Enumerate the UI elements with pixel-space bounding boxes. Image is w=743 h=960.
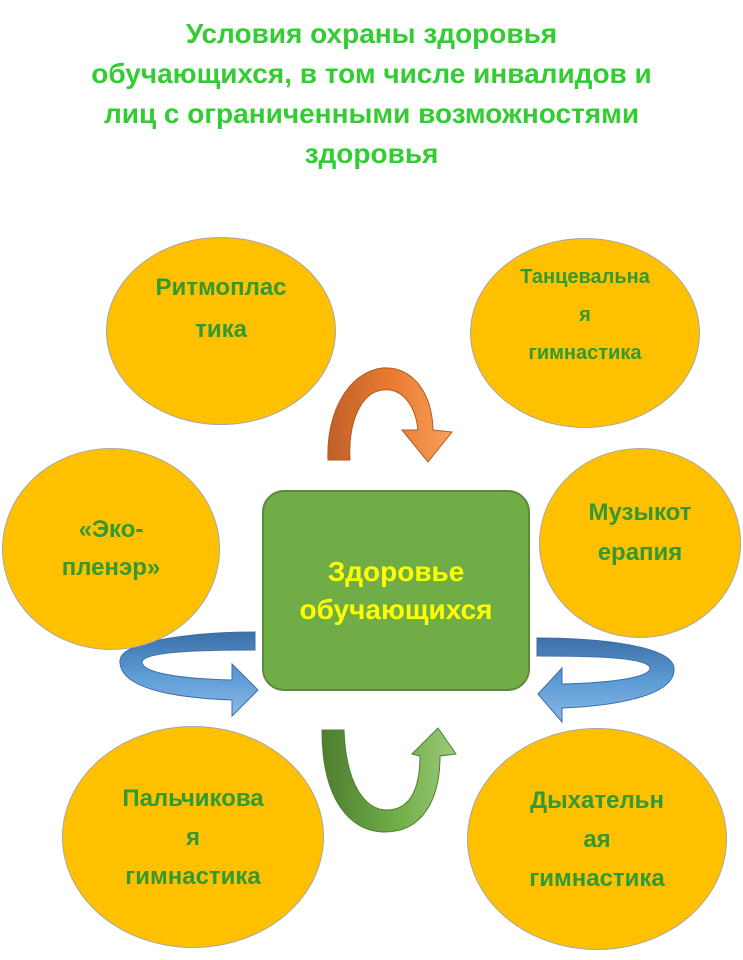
node-label-line: Ритмоплас [155, 274, 287, 301]
node-finger-gymnastics: Пальчикова я гимнастика [62, 726, 324, 948]
node-label-line: гимнастика [125, 862, 261, 890]
bottom-curved-arrow [321, 727, 457, 833]
node-music-therapy: Музыкот ерапия [539, 448, 741, 638]
node-label-line: пленэр» [61, 554, 161, 581]
top-curved-arrow [327, 367, 453, 463]
title-line: лиц с ограниченными возможностями [103, 98, 640, 129]
node-label-line: гимнастика [529, 864, 665, 892]
node-breathing-gymnastics: Дыхательн ая гимнастика [467, 728, 727, 950]
right-curved-arrow [536, 637, 675, 724]
node-label-line: Музыкот [588, 499, 692, 526]
node-label-line: ая [583, 825, 611, 853]
node-label-line: я [185, 823, 200, 851]
title-line: здоровья [304, 138, 439, 169]
node-label-line: тика [195, 316, 247, 343]
node-eco-plein-air: «Эко- пленэр» [2, 448, 220, 650]
node-label-line: Дыхательн [530, 786, 664, 814]
center-label-line: обучающихся [299, 593, 493, 625]
diagram-title: Условия охраны здоровья обучающихся, в т… [60, 14, 683, 174]
node-label-line: Пальчикова [122, 784, 264, 812]
node-rhythmoplasty: Ритмоплас тика [106, 237, 336, 425]
title-line: обучающихся, в том числе инвалидов и [91, 58, 652, 89]
title-line: Условия охраны здоровья [185, 18, 558, 49]
node-dance-gymnastics: Танцевальна я гимнастика [470, 238, 700, 428]
node-label-line: я [579, 304, 591, 326]
center-box: Здоровье обучающихся [262, 490, 530, 691]
node-label-line: «Эко- [78, 516, 144, 543]
node-label-line: ерапия [597, 539, 683, 566]
node-label-line: Танцевальна [520, 266, 650, 288]
center-label-line: Здоровье [327, 555, 465, 587]
node-label-line: гимнастика [528, 342, 642, 364]
